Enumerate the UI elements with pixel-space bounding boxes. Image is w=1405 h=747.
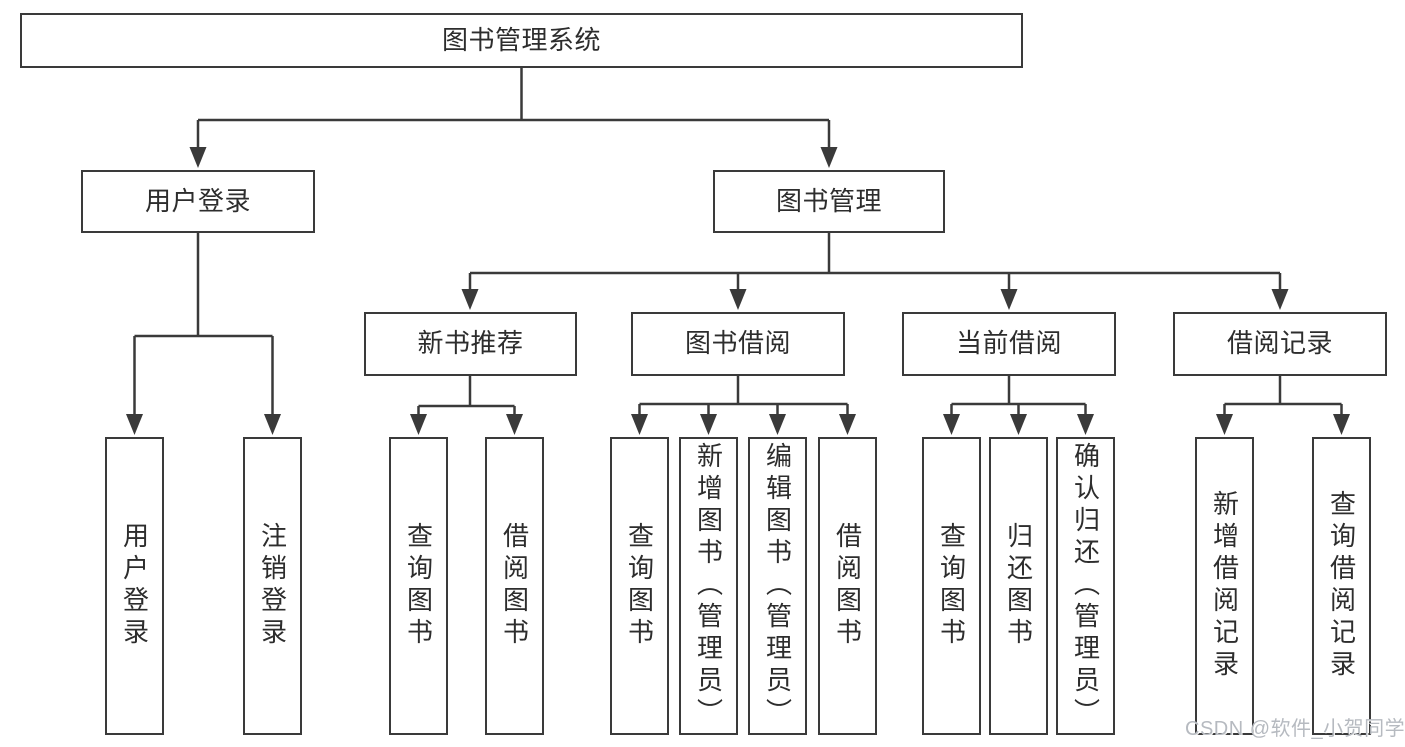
- node-borrow-records: 借阅记录: [1173, 312, 1387, 376]
- node-label: 查询图书: [624, 522, 655, 650]
- node-label: 借阅图书: [832, 522, 863, 650]
- node-label: 新书推荐: [417, 328, 524, 359]
- node-login: 用户登录: [105, 437, 164, 735]
- node-label: 用户登录: [119, 522, 150, 650]
- node-label: 查询图书: [936, 522, 967, 650]
- node-label: 当前借阅: [955, 328, 1062, 359]
- node-new-book-recommend: 新书推荐: [364, 312, 577, 376]
- node-label: 新增图书（管理员）: [693, 442, 724, 730]
- csdn-watermark: CSDN @软件_小贺同学: [1185, 718, 1405, 740]
- node-borrow-books-recommend: 借阅图书: [485, 437, 544, 735]
- node-edit-books-admin: 编辑图书（管理员）: [748, 437, 807, 735]
- node-label: 用户登录: [144, 185, 251, 216]
- node-label: 编辑图书（管理员）: [762, 442, 793, 730]
- node-user-login: 用户登录: [81, 170, 315, 233]
- node-book-management: 图书管理: [713, 170, 945, 233]
- node-label: 查询借阅记录: [1326, 490, 1357, 682]
- node-query-books-recommend: 查询图书: [389, 437, 448, 735]
- node-book-borrow: 图书借阅: [631, 312, 845, 376]
- node-label: 查询图书: [403, 522, 434, 650]
- node-query-books-current: 查询图书: [922, 437, 981, 735]
- node-label: 确认归还（管理员）: [1070, 442, 1101, 730]
- node-label: 借阅记录: [1226, 328, 1333, 359]
- node-query-borrow-record: 查询借阅记录: [1312, 437, 1371, 735]
- node-borrow-books: 借阅图书: [818, 437, 877, 735]
- node-label: 注销登录: [257, 522, 288, 650]
- node-return-books: 归还图书: [989, 437, 1048, 735]
- node-label: 借阅图书: [499, 522, 530, 650]
- node-label: 图书管理: [775, 185, 882, 216]
- node-root: 图书管理系统: [20, 13, 1023, 68]
- node-label: 归还图书: [1003, 522, 1034, 650]
- node-add-books-admin: 新增图书（管理员）: [679, 437, 738, 735]
- node-confirm-return-admin: 确认归还（管理员）: [1056, 437, 1115, 735]
- node-current-borrow: 当前借阅: [902, 312, 1116, 376]
- node-label: 新增借阅记录: [1209, 490, 1240, 682]
- node-logout: 注销登录: [243, 437, 302, 735]
- node-add-borrow-record: 新增借阅记录: [1195, 437, 1254, 735]
- node-query-books-borrow: 查询图书: [610, 437, 669, 735]
- node-label: 图书借阅: [684, 328, 791, 359]
- node-label: 图书管理系统: [441, 24, 601, 55]
